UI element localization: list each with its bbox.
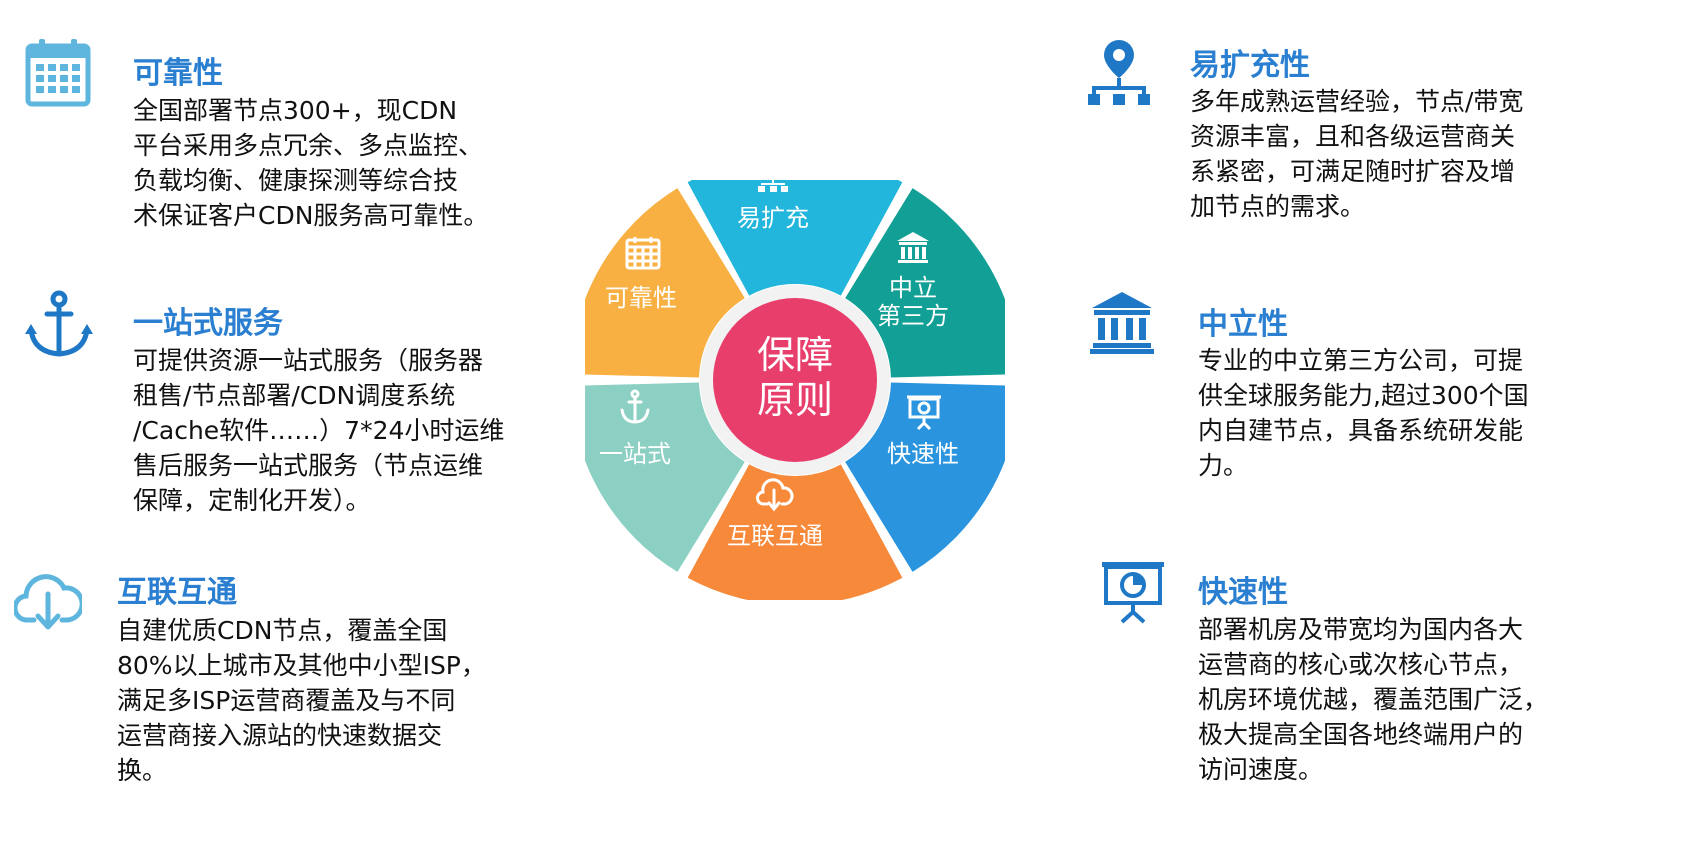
- institution-icon: [1090, 292, 1154, 354]
- principle-wheel: 保障 原则 可靠性 易扩充 中立 第三方 快速性: [585, 180, 1005, 600]
- desc-line: 系紧密，可满足随时扩容及增: [1190, 157, 1516, 186]
- segment-label-onestop: 一站式: [599, 440, 671, 468]
- desc-line: 运营商的核心或次核心节点，: [1198, 650, 1524, 679]
- center-circle: [713, 298, 877, 462]
- anchor-icon: [620, 389, 650, 424]
- desc-line: 平台采用多点冗余、多点监控、: [133, 131, 484, 160]
- wheel-segment-neutral: [845, 188, 1005, 378]
- desc-line: 换。: [117, 756, 168, 785]
- segment-label-neutral-line1: 中立: [889, 274, 937, 302]
- desc-line: 多年成熟运营经验，节点/带宽: [1190, 87, 1524, 116]
- location-network-icon: [1088, 40, 1150, 105]
- calendar-icon: [625, 237, 661, 270]
- wheel-segments: [585, 180, 1005, 600]
- cloud-download-icon: [14, 574, 82, 630]
- desc-line: /Cache软件……）7*24小时运维: [133, 416, 505, 445]
- desc-line: 内自建节点，具备系统研发能: [1198, 416, 1524, 445]
- desc-line: 自建优质CDN节点，覆盖全国: [117, 616, 448, 645]
- desc-line: 极大提高全国各地终端用户的: [1198, 720, 1524, 749]
- presentation-chart-icon: [1102, 562, 1164, 624]
- feature-title: 一站式服务: [133, 306, 283, 341]
- segment-label-neutral-line2: 第三方: [877, 302, 949, 330]
- anchor-icon: [25, 290, 93, 357]
- desc-line: 负载均衡、健康探测等综合技: [133, 166, 459, 195]
- feature-title: 快速性: [1198, 575, 1288, 610]
- desc-line: 满足多ISP运营商覆盖及与不同: [117, 686, 456, 715]
- calendar-icon: [25, 39, 91, 107]
- center-label-line2: 原则: [757, 378, 833, 422]
- desc-line: 资源丰富，且和各级运营商关: [1190, 122, 1516, 151]
- feature-description: 全国部署节点300+，现CDN 平台采用多点冗余、多点监控、 负载均衡、健康探测…: [133, 93, 488, 233]
- feature-title: 互联互通: [117, 575, 237, 610]
- feature-title: 易扩充性: [1190, 48, 1310, 83]
- wheel-segment-scalable: [687, 180, 903, 296]
- segment-label-interconnect: 互联互通: [727, 522, 823, 550]
- segment-label-reliability: 可靠性: [605, 284, 677, 312]
- desc-line: 部署机房及带宽均为国内各大: [1198, 615, 1524, 644]
- desc-line: 租售/节点部署/CDN调度系统: [133, 381, 456, 410]
- feature-description: 专业的中立第三方公司，可提 供全球服务能力,超过300个国 内自建节点，具备系统…: [1198, 343, 1529, 483]
- segment-label-fast: 快速性: [887, 440, 959, 468]
- wheel-segment-reliability: [585, 188, 745, 378]
- desc-line: 供全球服务能力,超过300个国: [1198, 381, 1529, 410]
- desc-line: 运营商接入源站的快速数据交: [117, 721, 443, 750]
- desc-line: 保障，定制化开发）。: [133, 486, 371, 515]
- desc-line: 力。: [1198, 451, 1249, 480]
- feature-description: 自建优质CDN节点，覆盖全国 80%以上城市及其他中小型ISP， 满足多ISP运…: [117, 613, 486, 788]
- feature-description: 部署机房及带宽均为国内各大 运营商的核心或次核心节点， 机房环境优越，覆盖范围广…: [1198, 612, 1548, 787]
- cloud-download-icon: [756, 478, 794, 512]
- desc-line: 访问速度。: [1198, 755, 1324, 784]
- presentation-chart-icon: [907, 395, 941, 431]
- feature-title: 中立性: [1198, 307, 1288, 342]
- wheel-segment-interconnect: [687, 464, 903, 600]
- desc-line: 80%以上城市及其他中小型ISP，: [117, 651, 486, 680]
- desc-line: 全国部署节点300+，现CDN: [133, 96, 458, 125]
- desc-line: 加节点的需求。: [1190, 192, 1366, 221]
- desc-line: 专业的中立第三方公司，可提: [1198, 346, 1524, 375]
- wheel-segment-fast: [845, 382, 1005, 572]
- institution-icon: [897, 232, 929, 263]
- desc-line: 机房环境优越，覆盖范围广泛，: [1198, 685, 1549, 714]
- wheel-segment-onestop: [585, 382, 745, 572]
- location-network-icon: [758, 180, 788, 192]
- desc-line: 可提供资源一站式服务（服务器: [133, 346, 484, 375]
- desc-line: 售后服务一站式服务（节点运维: [133, 451, 484, 480]
- segment-label-scalable: 易扩充: [737, 204, 809, 232]
- feature-title: 可靠性: [133, 56, 223, 91]
- desc-line: 术保证客户CDN服务高可靠性。: [133, 201, 489, 230]
- feature-description: 可提供资源一站式服务（服务器 租售/节点部署/CDN调度系统 /Cache软件……: [133, 343, 504, 518]
- center-label-line1: 保障: [757, 333, 833, 377]
- feature-description: 多年成熟运营经验，节点/带宽 资源丰富，且和各级运营商关 系紧密，可满足随时扩容…: [1190, 84, 1523, 224]
